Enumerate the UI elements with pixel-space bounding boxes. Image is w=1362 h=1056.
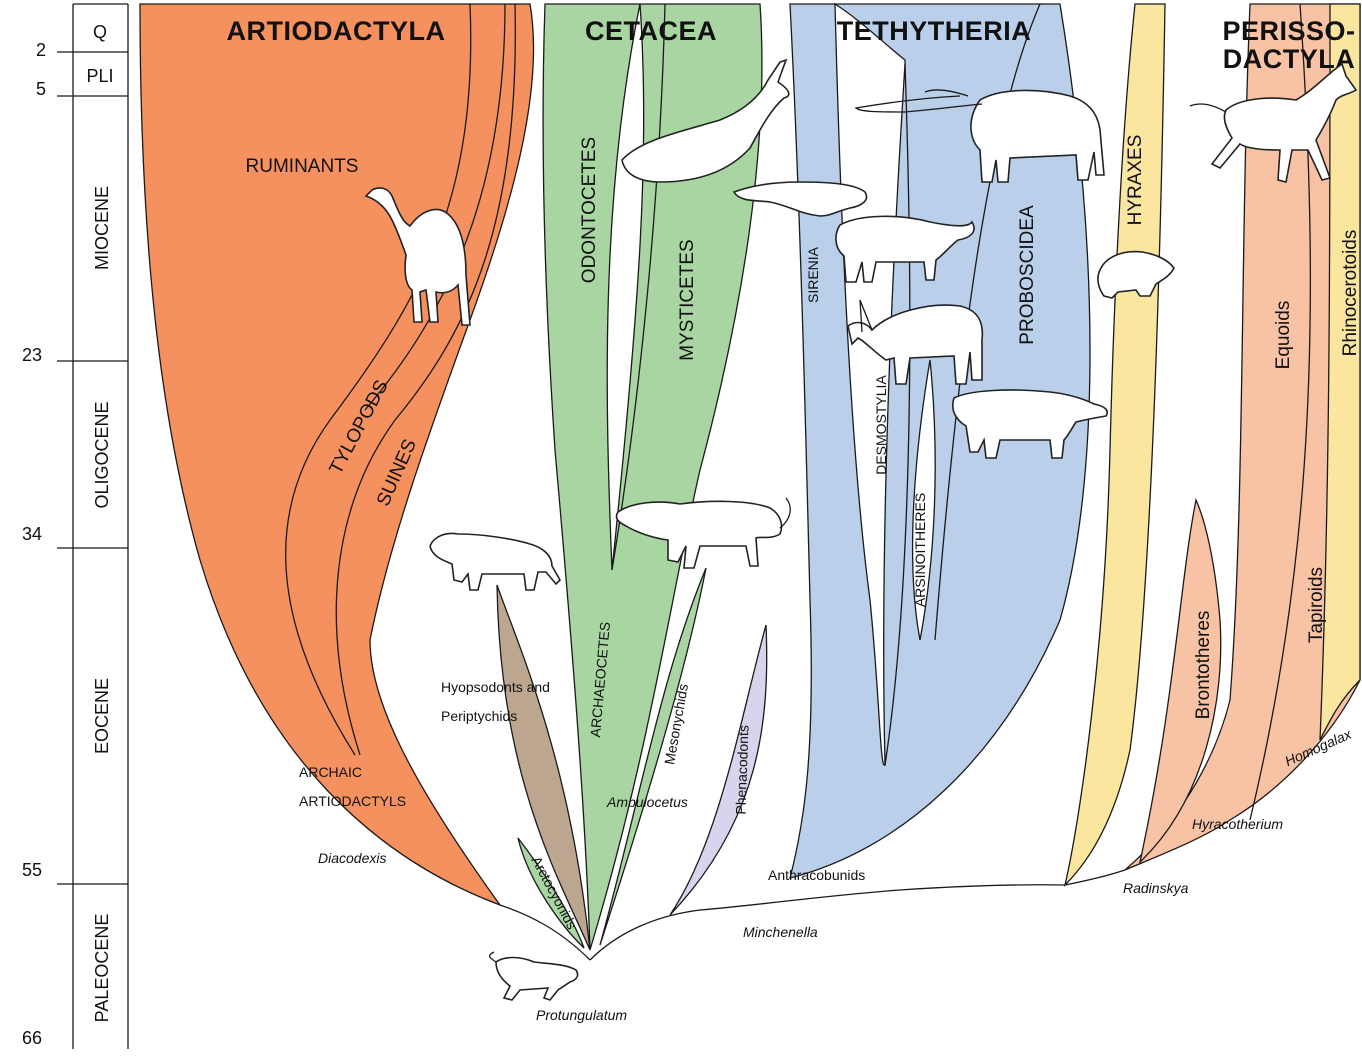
phenacodonts-branch (670, 625, 767, 915)
label-hyraxes: HYRAXES (1125, 135, 1146, 226)
age-label-55: 55 (22, 860, 42, 880)
label-rhinocerotoids: Rhinocerotoids (1340, 230, 1361, 357)
age-label-23: 23 (22, 345, 42, 365)
age-label-5: 5 (36, 79, 46, 99)
epoch-oligocene: OLIGOCENE (92, 401, 112, 508)
label-brontotheres: Brontotheres (1193, 611, 1214, 720)
label-anthracobunids: Anthracobunids (768, 867, 865, 883)
protungulatum-icon (490, 952, 578, 1000)
age-label-2: 2 (36, 40, 46, 60)
hyopsodus-icon (430, 534, 560, 591)
label-mysticetes: MYSTICETES (677, 239, 698, 360)
label-archaic: ARCHAIC (299, 764, 362, 780)
label-tapiroids: Tapiroids (1306, 567, 1327, 643)
epoch-miocene: MIOCENE (92, 186, 112, 270)
taxon-minchenella: Minchenella (743, 924, 818, 940)
label-sirenia: SIRENIA (805, 246, 821, 303)
hyrax-icon (1098, 252, 1174, 298)
label-desmostylia: DESMOSTYLIA (873, 375, 889, 475)
epoch-paleocene: PALEOCENE (92, 914, 112, 1023)
label-equoids: Equoids (1273, 301, 1294, 370)
taxon-protungulatum: Protungulatum (536, 1007, 627, 1023)
time-scale: 2 5 23 34 55 66 Q PLI MIOCENE OLIGOCENE … (22, 4, 128, 1049)
label-proboscidea: PROBOSCIDEA (1017, 205, 1038, 345)
clade-cetacea: CETACEA (585, 16, 717, 46)
clade-perissodactyla-line1: PERISSO- (1222, 16, 1355, 46)
clade-artiodactyla: ARTIODACTYLA (227, 16, 446, 46)
age-label-66: 66 (22, 1028, 42, 1048)
clade-tethytheria: TETHYTHERIA (837, 16, 1032, 46)
taxon-hyracotherium: Hyracotherium (1192, 816, 1283, 832)
epoch-eocene: EOCENE (92, 678, 112, 754)
epoch-pliocene: PLI (86, 66, 113, 86)
epoch-quaternary: Q (93, 22, 107, 42)
label-odontocetes: ODONTOCETES (579, 137, 600, 283)
taxon-radinskya: Radinskya (1123, 880, 1189, 896)
taxon-ambulocetus: Ambulocetus (606, 794, 688, 810)
label-periptychids: Periptychids (441, 708, 517, 724)
label-archaic-artiodactyls: ARTIODACTYLS (299, 793, 406, 809)
label-ruminants: RUMINANTS (246, 156, 359, 177)
label-phenacodonts: Phenacodonts (732, 725, 751, 815)
label-arsinoitheres: ARSINOITHERES (912, 493, 928, 607)
taxon-diacodexis: Diacodexis (318, 850, 386, 866)
age-label-34: 34 (22, 524, 42, 544)
label-hyopsodonts: Hyopsodonts and (441, 679, 550, 695)
